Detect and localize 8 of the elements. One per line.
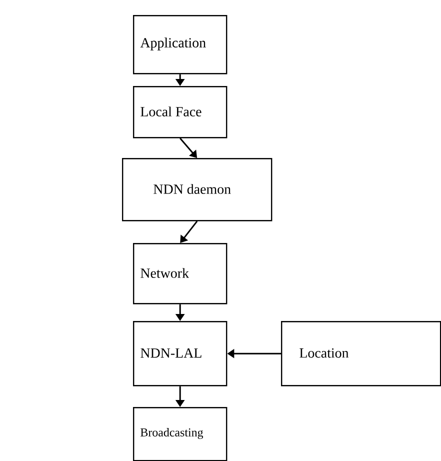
process-box: NDN-LAL: [133, 321, 228, 386]
process-box: Application: [133, 15, 228, 74]
process-box: Local Face: [133, 86, 228, 138]
process-box: NDN daemon: [122, 158, 272, 222]
process-box: Location: [281, 321, 441, 386]
arrow: [180, 220, 198, 243]
process-box: Network: [133, 243, 228, 304]
process-box: Broadcasting: [133, 407, 228, 461]
